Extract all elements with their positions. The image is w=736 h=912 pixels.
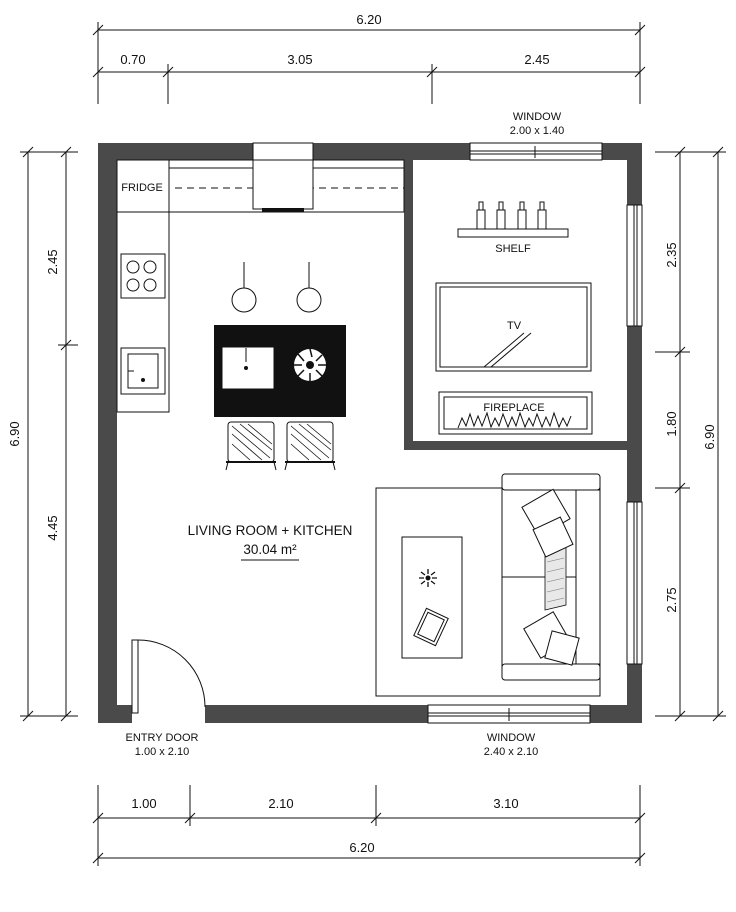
tv-label: TV (507, 320, 522, 332)
window-bottom-size: 2.40 x 2.10 (484, 746, 538, 758)
cooktop (120, 253, 166, 299)
fireplace: FIREPLACE (438, 391, 593, 435)
dimension-bottom-segments: 1.00 2.10 3.10 (92, 785, 646, 866)
bar-stool-left (225, 421, 277, 471)
book-icon (413, 607, 449, 647)
fridge-label: FRIDGE (121, 182, 163, 194)
entry-door (131, 639, 206, 714)
window-top (469, 142, 603, 161)
shelf-label: SHELF (495, 243, 531, 255)
window-bottom (427, 704, 591, 724)
dim-left-total: 6.90 (7, 421, 22, 446)
dimension-right: 2.35 1.80 2.75 6.90 (655, 146, 726, 722)
kitchen-island (214, 325, 346, 417)
window-top-name: WINDOW (513, 111, 562, 123)
window-right-upper (626, 204, 643, 327)
window-right-lower (626, 501, 643, 665)
dim-bottom-seg-1: 1.00 (131, 796, 156, 811)
fridge: FRIDGE (116, 159, 170, 213)
plant-icon (419, 569, 437, 587)
room-name: LIVING ROOM + KITCHEN (188, 523, 353, 538)
pendant-lights (231, 262, 322, 313)
dim-bottom-total-label: 6.20 (349, 840, 374, 855)
tv: TV (435, 282, 592, 372)
dim-bottom-seg-2: 2.10 (268, 796, 293, 811)
door-name: ENTRY DOOR (126, 732, 199, 744)
dim-top-total-label: 6.20 (356, 12, 381, 27)
dimension-left: 6.90 2.45 4.45 (7, 146, 78, 722)
sofa (501, 473, 601, 681)
bottle-icon (476, 201, 547, 230)
dim-top-seg-1: 0.70 (120, 52, 145, 67)
room-label: LIVING ROOM + KITCHEN 30.04 m² (188, 523, 353, 561)
dim-left-seg-2: 4.45 (45, 515, 60, 540)
exterior-walls (98, 143, 642, 723)
dimension-bottom-total: 6.20 (92, 840, 646, 864)
dim-left-seg-1: 2.45 (45, 249, 60, 274)
dim-right-total: 6.90 (702, 424, 717, 449)
dimension-top-total: 6.20 (92, 12, 646, 104)
window-top-size: 2.00 x 1.40 (510, 125, 564, 137)
interior-partition (404, 160, 627, 450)
window-bottom-name: WINDOW (487, 732, 536, 744)
coffee-table (401, 536, 463, 659)
kitchen-sink (120, 347, 166, 395)
range-hood (252, 142, 314, 212)
dim-top-seg-2: 3.05 (287, 52, 312, 67)
dim-right-seg-2: 1.80 (664, 411, 679, 436)
door-size: 1.00 x 2.10 (135, 746, 189, 758)
room-area: 30.04 m² (243, 542, 297, 557)
shelf: SHELF (457, 201, 569, 255)
bar-stool-right (284, 421, 336, 471)
dimension-top-segments: 0.70 3.05 2.45 (92, 52, 646, 104)
dim-bottom-seg-3: 3.10 (493, 796, 518, 811)
dim-top-seg-3: 2.45 (524, 52, 549, 67)
dim-right-seg-1: 2.35 (664, 242, 679, 267)
dim-right-seg-3: 2.75 (664, 587, 679, 612)
fireplace-label: FIREPLACE (483, 402, 544, 414)
plant-icon (294, 348, 326, 381)
